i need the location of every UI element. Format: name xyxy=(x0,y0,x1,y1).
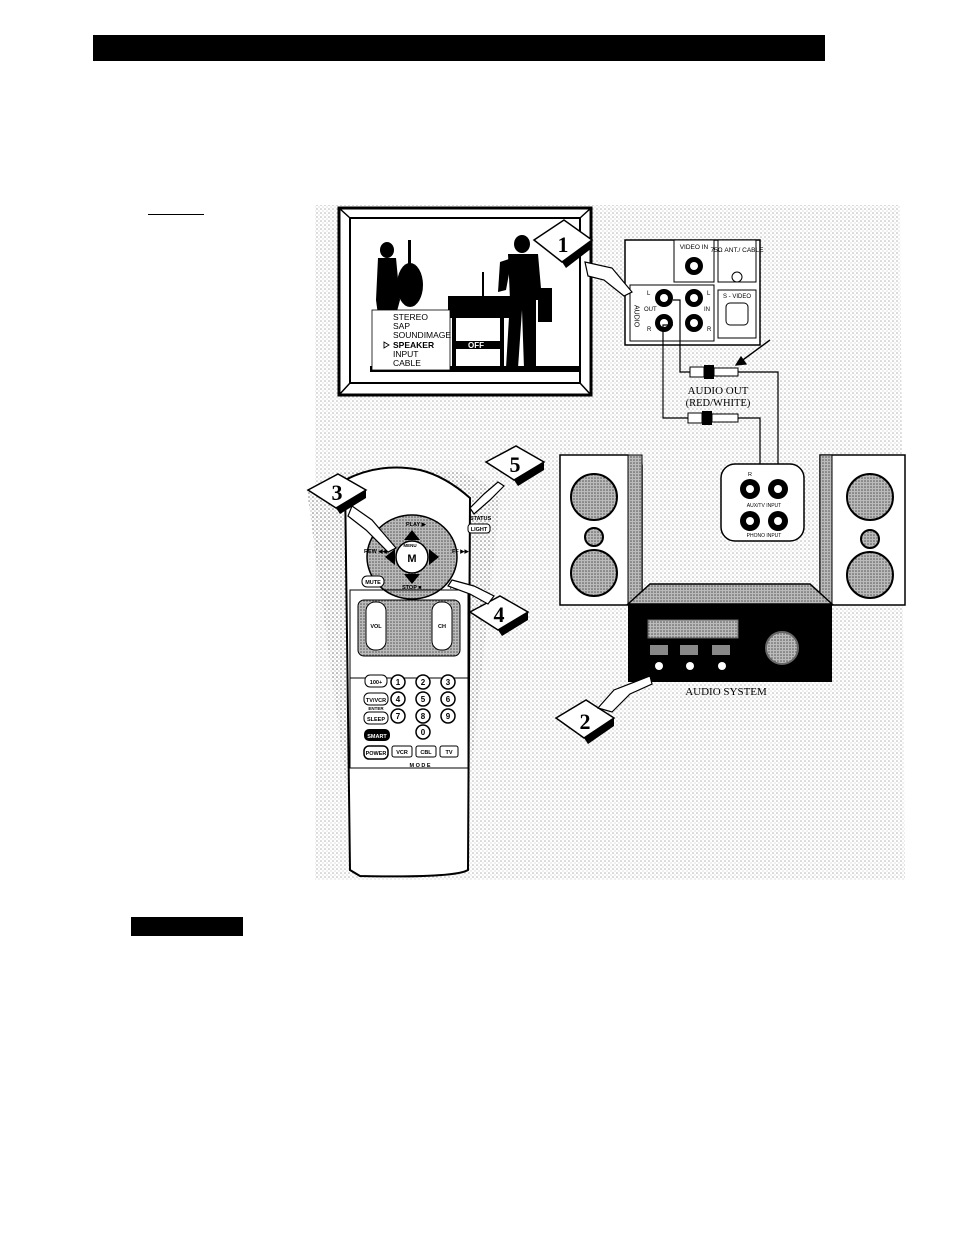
step-2-number: 2 xyxy=(580,709,591,734)
digit-100-label: 100+ xyxy=(370,680,382,686)
tip-header-bar xyxy=(131,917,243,936)
phono-input-label: PHONO INPUT xyxy=(747,533,782,539)
digit-5: 5 xyxy=(421,695,426,704)
status-label: STATUS xyxy=(470,516,492,522)
audio-out-colors-label: (RED/WHITE) xyxy=(686,398,751,409)
sleep-label: SLEEP xyxy=(367,717,385,723)
vol-label: VOL xyxy=(370,624,382,630)
aux-input-panel: R AUX/TV INPUT PHONO INPUT xyxy=(720,463,805,542)
smart-label: SMART xyxy=(367,734,387,740)
l-label-out: L xyxy=(647,291,651,297)
section-header-bar xyxy=(93,35,825,61)
menu-item-cable: CABLE xyxy=(393,358,421,368)
light-button-label: LIGHT xyxy=(471,527,488,533)
mode-label: M O D E xyxy=(409,763,430,769)
menu-button-label: M xyxy=(407,553,416,565)
in-label: IN xyxy=(704,307,710,313)
step-2-badge: 2 xyxy=(554,675,653,744)
aux-r-label: R xyxy=(748,472,752,478)
step-4-number: 4 xyxy=(494,602,505,627)
play-label: PLAY ▶ xyxy=(406,521,427,528)
s-video-label: S - VIDEO xyxy=(723,294,751,300)
remote-text: PLAY ▶ STATUS LIGHT MENU M REW ◀◀ FF ▶▶ … xyxy=(363,516,492,769)
step-3-number: 3 xyxy=(332,480,343,505)
l-label-in: L xyxy=(707,291,711,297)
step-5-number: 5 xyxy=(510,452,521,477)
power-label: POWER xyxy=(366,751,387,757)
video-in-label: VIDEO IN xyxy=(680,244,709,251)
mute-label: MUTE xyxy=(365,580,381,586)
pointing-hand-icon xyxy=(447,579,495,605)
r-label-out: R xyxy=(647,327,652,333)
menu-item-speaker: SPEAKER xyxy=(393,340,434,350)
tv-jack-panel: VIDEO IN 75Ω ANT./ CABLE S - VIDEO AUDIO… xyxy=(624,239,765,346)
tv-vcr-label: TV/VCR xyxy=(366,698,386,704)
audio-cables xyxy=(662,299,779,478)
digit-1: 1 xyxy=(396,678,401,687)
digit-4: 4 xyxy=(396,695,401,704)
r-label-in: R xyxy=(707,327,712,333)
pointing-hand-icon xyxy=(347,505,397,553)
pointing-hand-icon xyxy=(584,261,633,297)
enter-label: ENTER xyxy=(368,706,384,711)
remote-digit-buttons: 1 2 3 4 5 6 7 8 9 0 xyxy=(390,674,456,740)
pointing-hand-icon xyxy=(596,675,653,713)
menu-item-stereo: STEREO xyxy=(393,312,428,322)
menu-item-input: INPUT xyxy=(393,349,419,359)
step-1-badge: 1 xyxy=(532,219,633,297)
step-5-badge: 5 xyxy=(469,445,546,515)
ch-label: CH xyxy=(438,624,446,630)
digit-2: 2 xyxy=(421,678,426,687)
out-label: OUT xyxy=(644,307,657,313)
heading-underline xyxy=(148,214,204,215)
antenna-label: 75Ω ANT./ CABLE xyxy=(711,247,765,254)
vcr-mode-label: VCR xyxy=(396,750,408,756)
tv-mode-label: TV xyxy=(445,750,452,756)
speaker-left xyxy=(559,454,643,606)
audio-receiver xyxy=(626,583,834,682)
ff-label: FF ▶▶ xyxy=(452,548,469,555)
menu-small-label: MENU xyxy=(403,543,416,548)
digit-6: 6 xyxy=(446,695,451,704)
audio-out-label: AUDIO OUT xyxy=(688,385,749,397)
step-3-badge: 3 xyxy=(306,473,397,553)
pointing-hand-icon xyxy=(469,481,505,515)
stop-label: STOP ■ xyxy=(402,585,422,591)
digit-7: 7 xyxy=(396,712,401,721)
cbl-mode-label: CBL xyxy=(420,750,432,756)
rew-label: REW ◀◀ xyxy=(364,548,388,555)
speaker-right xyxy=(819,454,906,606)
audio-vertical-label: AUDIO xyxy=(633,305,640,328)
digit-0: 0 xyxy=(421,728,426,737)
menu-item-sap: SAP xyxy=(393,321,410,331)
step-4-badge: 4 xyxy=(447,579,530,636)
digit-8: 8 xyxy=(421,712,426,721)
musicians-image xyxy=(370,235,580,372)
digit-9: 9 xyxy=(446,712,451,721)
audio-system-label: AUDIO SYSTEM xyxy=(685,686,767,698)
menu-pointer-icon xyxy=(383,341,390,349)
step-1-number: 1 xyxy=(558,232,569,257)
menu-value-off: OFF xyxy=(468,341,484,350)
onscreen-menu: STEREO SAP SOUNDIMAGE SPEAKER INPUT CABL… xyxy=(371,309,500,371)
digit-3: 3 xyxy=(446,678,451,687)
aux-tv-input-label: AUX/TV INPUT xyxy=(747,503,781,509)
rca-plugs xyxy=(687,365,739,425)
menu-item-soundimage: SOUNDIMAGE xyxy=(393,330,451,340)
